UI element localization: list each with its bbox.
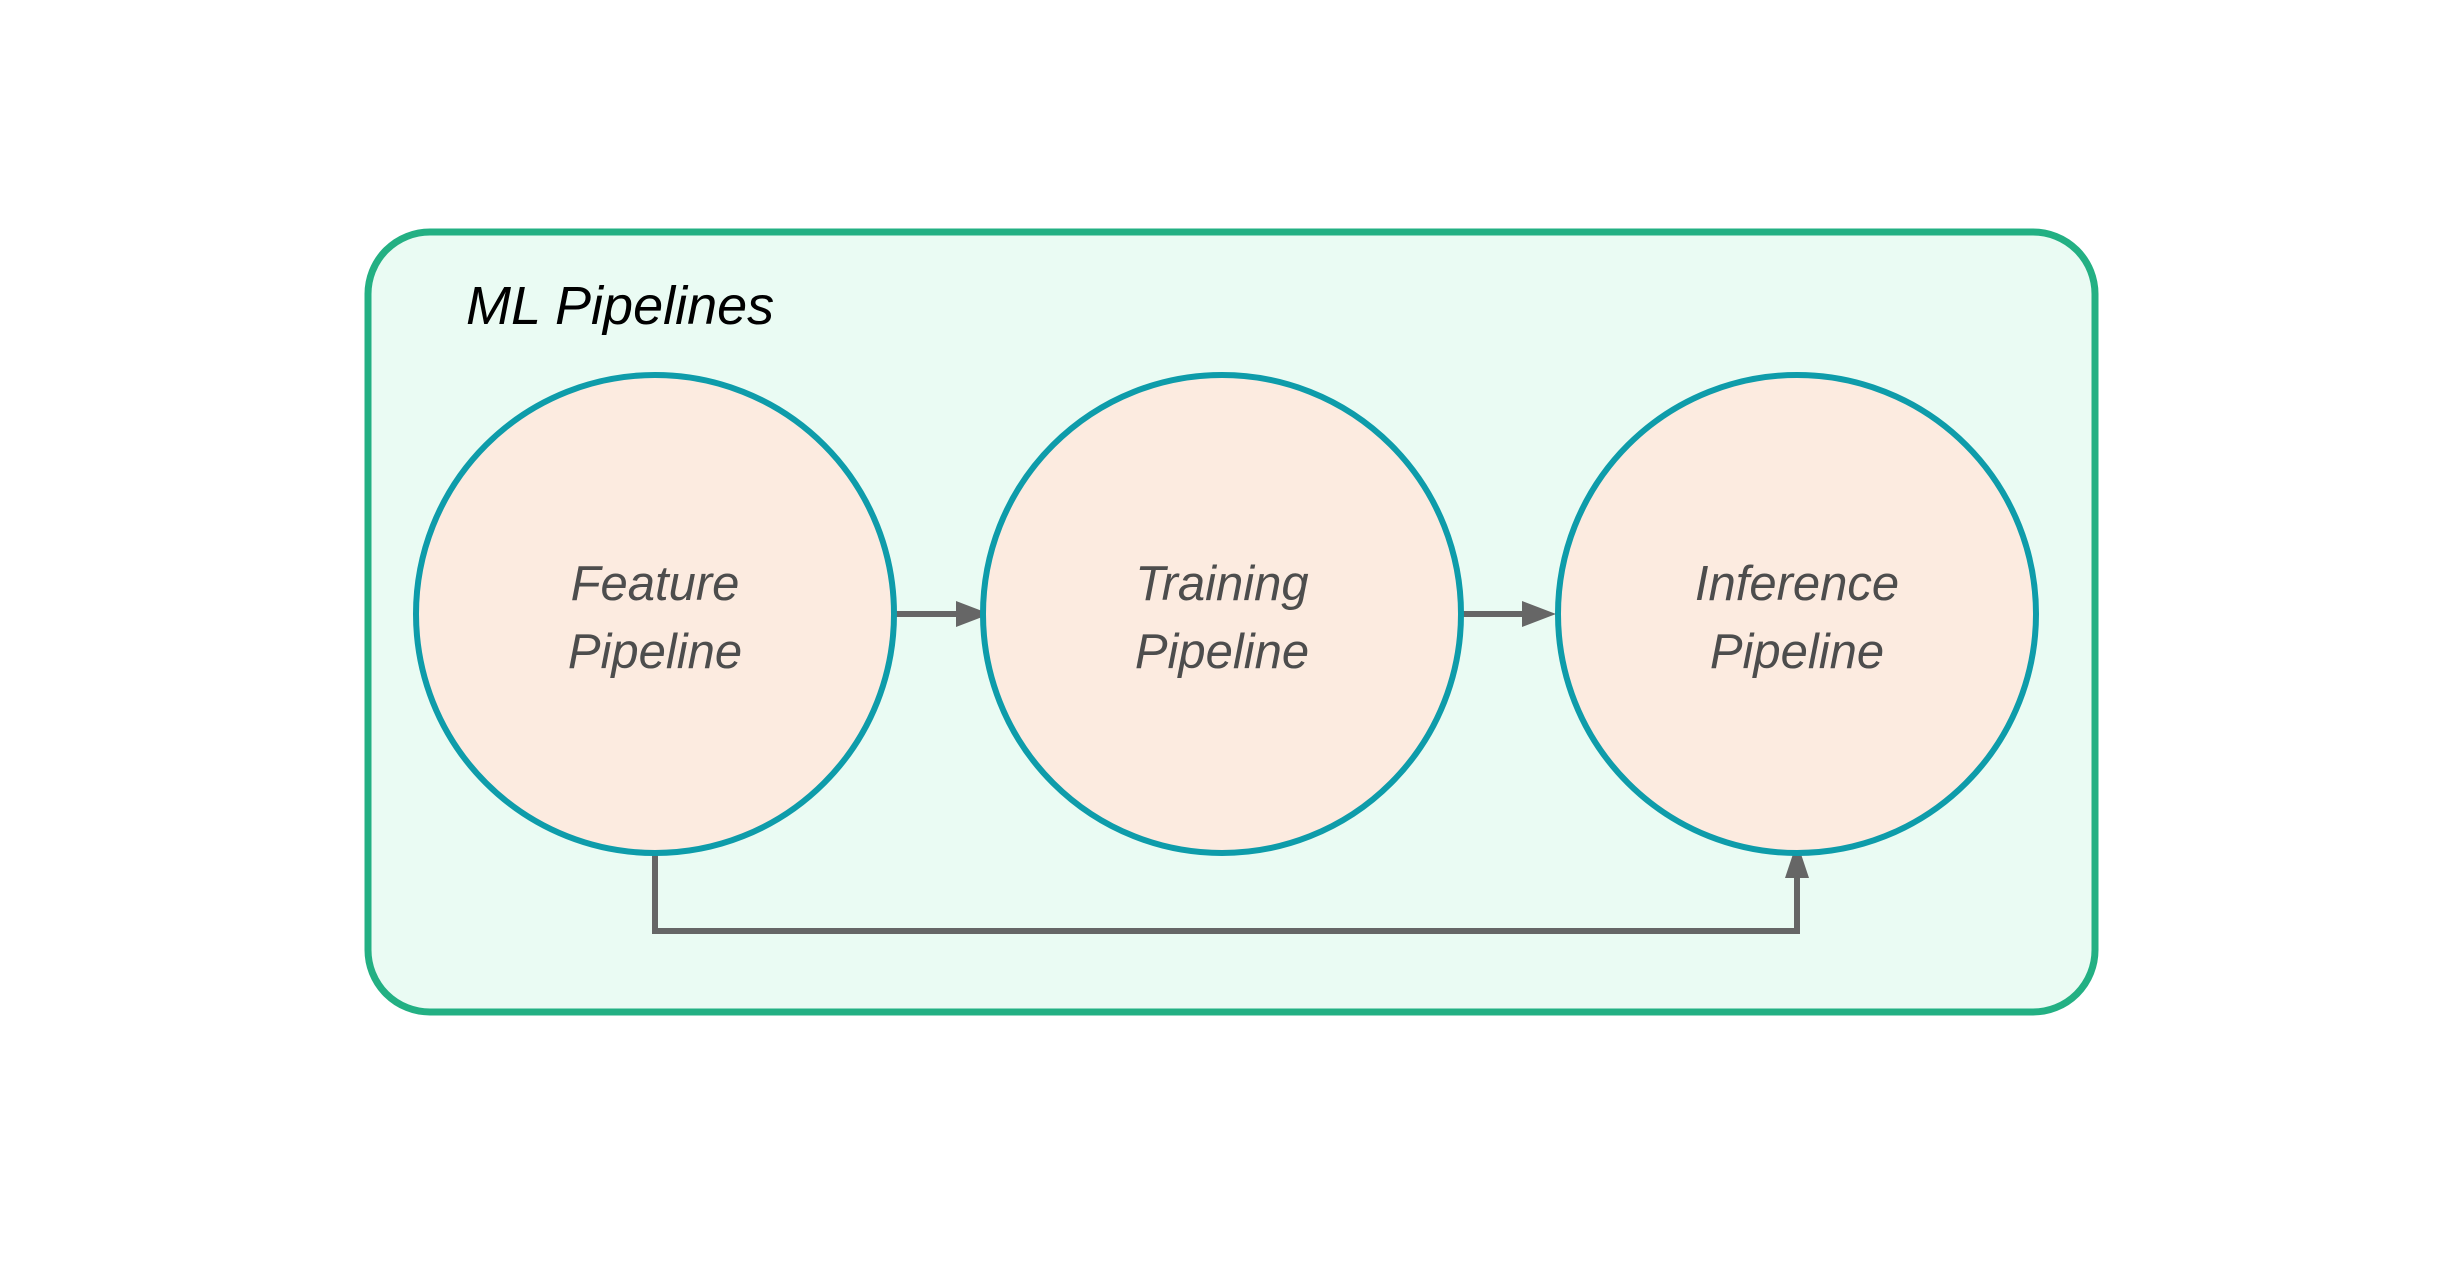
training-pipeline-label-line2: Pipeline bbox=[1135, 625, 1309, 679]
inference-pipeline-label-line2: Pipeline bbox=[1710, 625, 1884, 679]
node-feature-pipeline[interactable]: Feature Pipeline bbox=[413, 372, 897, 856]
feature-to-training-arrowhead-icon bbox=[956, 601, 990, 627]
training-to-inference-arrowhead-icon bbox=[1522, 601, 1556, 627]
node-training-pipeline[interactable]: Training Pipeline bbox=[980, 372, 1464, 856]
feature-pipeline-label-line1: Feature bbox=[571, 557, 740, 611]
feedback-elbow-path[interactable] bbox=[652, 853, 1800, 934]
feature-pipeline-circle[interactable] bbox=[413, 372, 897, 856]
node-inference-pipeline[interactable]: Inference Pipeline bbox=[1555, 372, 2039, 856]
feedback-arrowhead-icon bbox=[1785, 842, 1809, 878]
connector-training-to-inference[interactable] bbox=[1461, 601, 1556, 627]
connector-feature-to-training[interactable] bbox=[894, 601, 990, 627]
inference-pipeline-circle[interactable] bbox=[1555, 372, 2039, 856]
group-title: ML Pipelines bbox=[466, 276, 774, 336]
connector-feature-to-inference-feedback[interactable] bbox=[652, 842, 1809, 934]
inference-pipeline-label-line1: Inference bbox=[1695, 557, 1899, 611]
training-pipeline-label-line1: Training bbox=[1135, 557, 1308, 611]
training-pipeline-circle[interactable] bbox=[980, 372, 1464, 856]
feature-pipeline-label-line2: Pipeline bbox=[568, 625, 742, 679]
